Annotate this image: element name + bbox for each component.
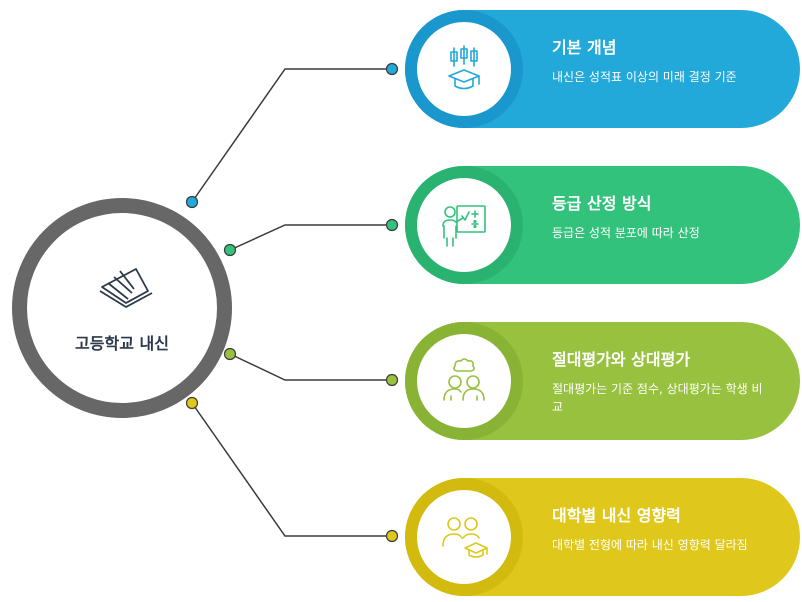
card-description: 대학별 전형에 따라 내신 영향력 달라짐	[552, 538, 748, 552]
graduation-chart-icon	[448, 45, 480, 90]
connector-1	[191, 68, 392, 203]
connector-dot	[223, 243, 237, 257]
connector-2	[229, 224, 392, 251]
connector-dot	[385, 218, 399, 232]
people-thinking-icon	[443, 358, 485, 401]
topic-card-grading-method: 등급 산정 방식 등급은 성적 분포에 따라 산정	[405, 166, 800, 284]
teacher-board-icon	[442, 205, 486, 247]
students-graduation-icon	[442, 517, 488, 558]
icon-circle	[417, 178, 511, 272]
card-description: 등급은 성적 분포에 따라 산정	[552, 226, 700, 240]
topic-card-university-influence: 대학별 내신 영향력 대학별 전형에 따라 내신 영향력 달라짐	[405, 478, 800, 596]
connector-dot	[185, 396, 199, 410]
hub-circle: 고등학교 내신	[12, 198, 232, 418]
icon-circle	[417, 22, 511, 116]
card-title: 기본 개념	[552, 38, 617, 57]
icon-circle	[417, 334, 511, 428]
card-title: 대학별 내신 영향력	[552, 506, 681, 525]
connector-dot	[385, 373, 399, 387]
connector-dot	[385, 62, 399, 76]
topic-card-basic-concept: 기본 개념 내신은 성적표 이상의 미래 결정 기준	[405, 10, 800, 128]
connector-dot	[185, 195, 199, 209]
connector-dot	[385, 529, 399, 543]
card-description: 내신은 성적표 이상의 미래 결정 기준	[552, 70, 737, 84]
icon-circle	[417, 490, 511, 584]
card-title: 절대평가와 상대평가	[552, 350, 691, 369]
connector-3	[229, 353, 392, 381]
topic-card-absolute-relative: 절대평가와 상대평가 절대평가는 기준 점수, 상대평가는 학생 비교	[405, 322, 800, 440]
card-description: 절대평가는 기준 점수, 상대평가는 학생 비교	[552, 382, 763, 414]
connector-4	[191, 402, 392, 537]
book-icon	[99, 268, 153, 308]
card-title: 등급 산정 방식	[552, 194, 652, 213]
hub-label: 고등학교 내신	[75, 334, 169, 353]
connector-dot	[223, 347, 237, 361]
